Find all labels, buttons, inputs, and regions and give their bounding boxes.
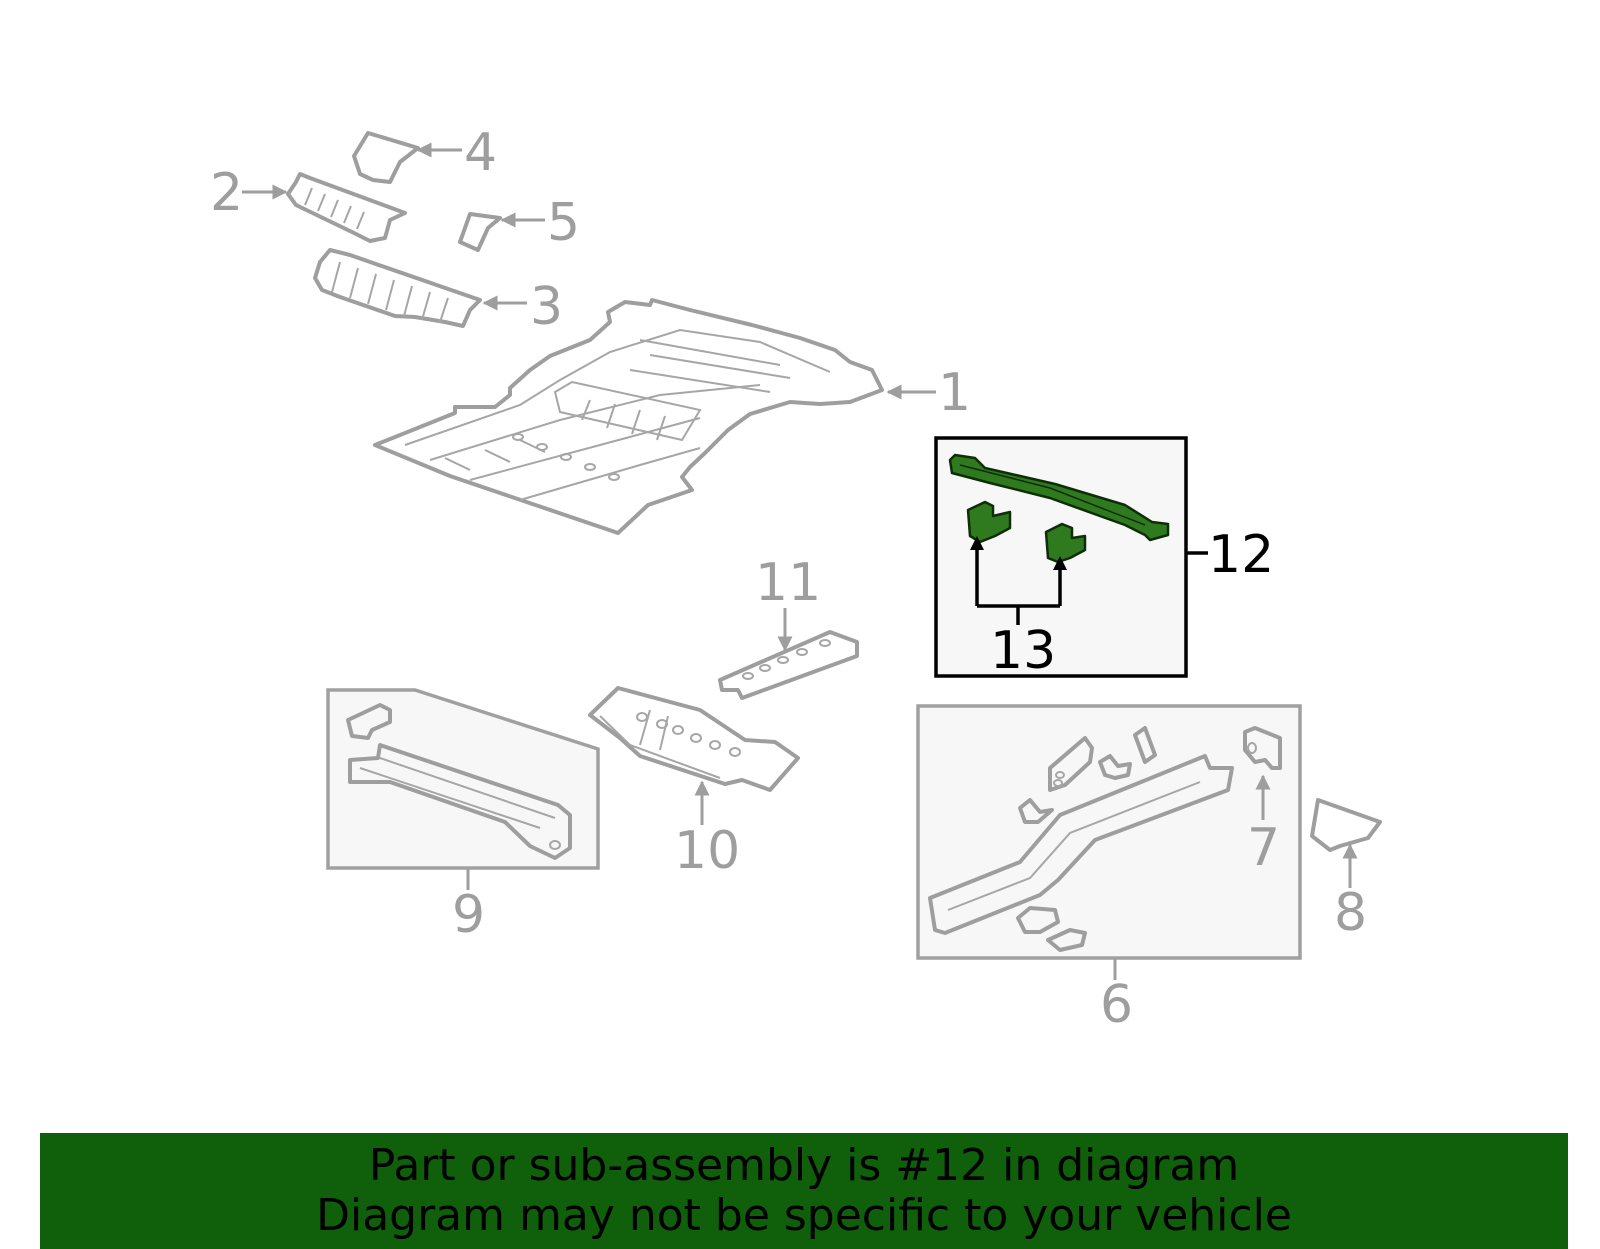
callout-2: 2: [210, 163, 243, 223]
part-5-bracket: [458, 212, 502, 252]
part-12-assembly-box[interactable]: [934, 436, 1188, 678]
callout-6: 6: [1100, 975, 1133, 1035]
leader-13: [975, 542, 1062, 625]
part-4-bracket: [352, 131, 420, 184]
part-10-member: [588, 686, 800, 792]
callout-3: 3: [530, 277, 563, 337]
callout-7: 7: [1247, 818, 1280, 878]
part-6-assembly-box: [916, 704, 1302, 960]
part-8-bracket: [1310, 798, 1382, 852]
callout-8: 8: [1334, 883, 1367, 943]
part-9-assembly-box: [326, 688, 600, 870]
callout-4: 4: [464, 123, 497, 183]
callout-12: 12: [1208, 525, 1274, 585]
leader-lines: [242, 142, 1358, 980]
part-3-crossmember: [313, 248, 482, 328]
part-2-crossmember: [286, 172, 407, 243]
banner-line-part: Part or sub-assembly is #12 in diagram: [368, 1140, 1240, 1191]
part-1-rear-floor-pan: [373, 298, 884, 535]
part-11-rail: [718, 630, 859, 700]
part-info-banner: Part or sub-assembly is #12 in diagram D…: [40, 1133, 1568, 1249]
callout-1: 1: [938, 363, 971, 423]
parts-diagram: 4 2 5 3 1 11 10 9 6 7 8 12 13: [210, 123, 1382, 1035]
callout-13: 13: [990, 621, 1056, 681]
callout-10: 10: [674, 821, 740, 881]
callout-5: 5: [547, 193, 580, 253]
callout-9: 9: [452, 885, 485, 945]
callout-11: 11: [755, 553, 821, 613]
callout-labels: 4 2 5 3 1 11 10 9 6 7 8 12 13: [210, 123, 1367, 1035]
banner-line-disclaimer: Diagram may not be specific to your vehi…: [316, 1190, 1292, 1241]
